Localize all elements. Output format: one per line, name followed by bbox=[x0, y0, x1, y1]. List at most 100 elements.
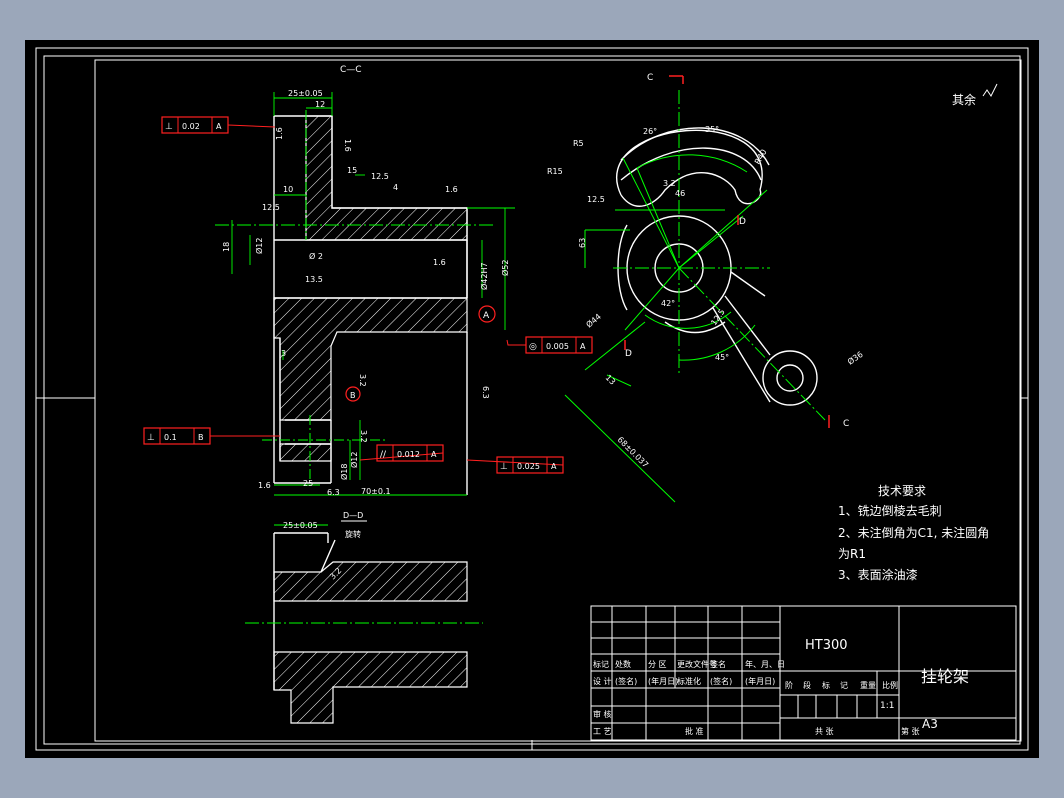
dim-d42: Ø42H7 bbox=[479, 262, 489, 290]
section-cc-view[interactable]: C—C 25±0.05 12 15 10 12.5 12.5 4 18 Ø12 … bbox=[215, 65, 515, 497]
design-row-cell: (签名) bbox=[615, 676, 637, 686]
tolerance-symbol: ⊥ bbox=[165, 122, 173, 132]
design-row-cell: (年月日) bbox=[745, 676, 775, 686]
tolerance-datum: A bbox=[216, 122, 222, 131]
dim-d36: Ø36 bbox=[845, 349, 864, 367]
ra-32a: 3.2 bbox=[359, 430, 368, 443]
rev-header: 年、月、日 bbox=[745, 659, 785, 669]
tolerance-datum: A bbox=[580, 342, 586, 351]
dim-w135: 13.5 bbox=[305, 275, 323, 284]
stage-header: 标 bbox=[822, 680, 830, 690]
dim-d12b: Ø12 bbox=[349, 452, 359, 468]
view-d-left: D bbox=[625, 349, 632, 359]
dim-w12: 12 bbox=[315, 100, 325, 109]
roughness-symbol-icon bbox=[982, 83, 998, 97]
stage-header: 比例 bbox=[882, 680, 898, 690]
dim-ang42: 42° bbox=[661, 299, 675, 308]
stage-header: 阶 bbox=[785, 680, 793, 690]
part-name: 挂轮架 bbox=[921, 667, 969, 686]
dim-w4: 4 bbox=[393, 183, 398, 192]
design-row-cell: 标准化 bbox=[677, 676, 701, 686]
dim-dd-width: 25±0.05 bbox=[283, 521, 318, 530]
ra-32b: 3.2 bbox=[358, 374, 367, 387]
section-cc-label: C—C bbox=[340, 65, 362, 75]
design-row-cell: (签名) bbox=[710, 676, 732, 686]
rev-header: 标记 bbox=[593, 659, 609, 669]
dim-ang35: 35° bbox=[705, 125, 719, 134]
tolerance-symbol: // bbox=[380, 450, 387, 460]
design-row-cell: 设 计 bbox=[593, 676, 612, 686]
material: HT300 bbox=[805, 638, 848, 653]
dim-w25b: 25 bbox=[303, 479, 313, 488]
tolerance-frame[interactable]: ◎ 0.005 A bbox=[506, 336, 593, 354]
dim-d18: 18 bbox=[222, 242, 231, 252]
sheet-size: A3 bbox=[922, 717, 938, 731]
ra-16d: 1.6 bbox=[433, 258, 446, 267]
dim-r125a: 12.5 bbox=[262, 203, 280, 212]
dim-w15: 15 bbox=[347, 166, 357, 175]
rev-header: 更改文件号 bbox=[677, 659, 717, 669]
requirement-2b: 为R1 bbox=[838, 547, 866, 561]
ra-63b: 6.3 bbox=[481, 386, 490, 399]
tolerance-datum: A bbox=[551, 462, 557, 471]
stage-header: 重量 bbox=[860, 680, 876, 690]
tolerance-symbol: ⊥ bbox=[147, 433, 155, 443]
tolerance-symbol: ◎ bbox=[529, 342, 537, 352]
cad-viewport[interactable]: C—C 25±0.05 12 15 10 12.5 12.5 4 18 Ø12 … bbox=[25, 40, 1039, 758]
section-dd-label: D—D bbox=[343, 511, 363, 520]
dim-d44: Ø44 bbox=[584, 311, 603, 329]
rev-header: 处数 bbox=[615, 659, 631, 669]
dim-d2: Ø 2 bbox=[309, 251, 323, 261]
requirement-2: 2、未注倒角为C1, 未注圆角 bbox=[838, 525, 989, 540]
arm-front-view[interactable]: C C D D R5 R15 26° 35° R40 46 3.2 12.5 6… bbox=[547, 73, 865, 503]
sheets-total: 共 张 bbox=[815, 727, 834, 736]
dim-w13: 13 bbox=[604, 373, 618, 387]
ra-16e: 1.6 bbox=[258, 481, 271, 490]
scale: 1:1 bbox=[880, 701, 894, 711]
tolerance-value: 0.02 bbox=[182, 122, 200, 131]
ra-16a: 1.6 bbox=[275, 127, 284, 140]
dim-r5: R5 bbox=[573, 139, 584, 148]
drawing-frame bbox=[35, 47, 1029, 751]
requirement-1: 1、铣边倒棱去毛刺 bbox=[838, 503, 942, 518]
dim-ra32-arm: 3.2 bbox=[663, 179, 676, 188]
roughness-rest-note: 其余 bbox=[952, 92, 976, 107]
ra-16c: 1.6 bbox=[445, 185, 458, 194]
dim-d3: 63 bbox=[578, 238, 587, 248]
ra-63a: 6.3 bbox=[327, 488, 340, 497]
tolerance-value: 0.1 bbox=[164, 433, 177, 442]
dim-r40: R40 bbox=[753, 148, 769, 166]
drawing-canvas: C—C 25±0.05 12 15 10 12.5 12.5 4 18 Ø12 … bbox=[35, 47, 1029, 751]
dim-d12: Ø12 bbox=[254, 238, 264, 254]
ra-16b: 1.6 bbox=[343, 139, 352, 152]
section-dd-view[interactable]: 25±0.05 D—D 旋转 3.2 bbox=[245, 511, 483, 724]
dim-total-len: 70±0.1 bbox=[361, 487, 391, 496]
tolerance-value: 0.005 bbox=[546, 342, 569, 351]
title-block[interactable]: HT300 挂轮架 1:1 A3 标记处数分 区更改文件号签名年、月、日设 计(… bbox=[590, 605, 1017, 741]
view-d-right: D bbox=[739, 217, 746, 227]
dim-r15: R15 bbox=[547, 167, 563, 176]
technical-requirements: 技术要求 1、铣边倒棱去毛刺 2、未注倒角为C1, 未注圆角 为R1 3、表面涂… bbox=[838, 484, 989, 582]
rev-header: 签名 bbox=[710, 659, 726, 669]
dim-d18b: Ø18 bbox=[339, 464, 349, 480]
rev-header: 分 区 bbox=[648, 660, 667, 669]
tolerance-frame[interactable]: ⊥ 0.02 A bbox=[161, 116, 276, 134]
review-label: 审 核 bbox=[593, 709, 612, 719]
dim-top-width: 25±0.05 bbox=[288, 89, 323, 98]
dim-d52: Ø52 bbox=[500, 260, 510, 276]
dim-r125-arm: 12.5 bbox=[587, 195, 605, 204]
requirement-3: 3、表面涂油漆 bbox=[838, 567, 918, 582]
dim-w46: 46 bbox=[675, 189, 685, 198]
dim-r125b: 12.5 bbox=[371, 172, 389, 181]
dim-w3: 3 bbox=[281, 349, 286, 358]
dim-ang26: 26° bbox=[643, 127, 657, 136]
datum-a: A bbox=[483, 311, 490, 321]
tolerance-value: 0.025 bbox=[517, 462, 540, 471]
dim-w10: 10 bbox=[283, 185, 293, 194]
tolerance-value: 0.012 bbox=[397, 450, 420, 459]
design-row-cell: (年月日) bbox=[648, 676, 678, 686]
